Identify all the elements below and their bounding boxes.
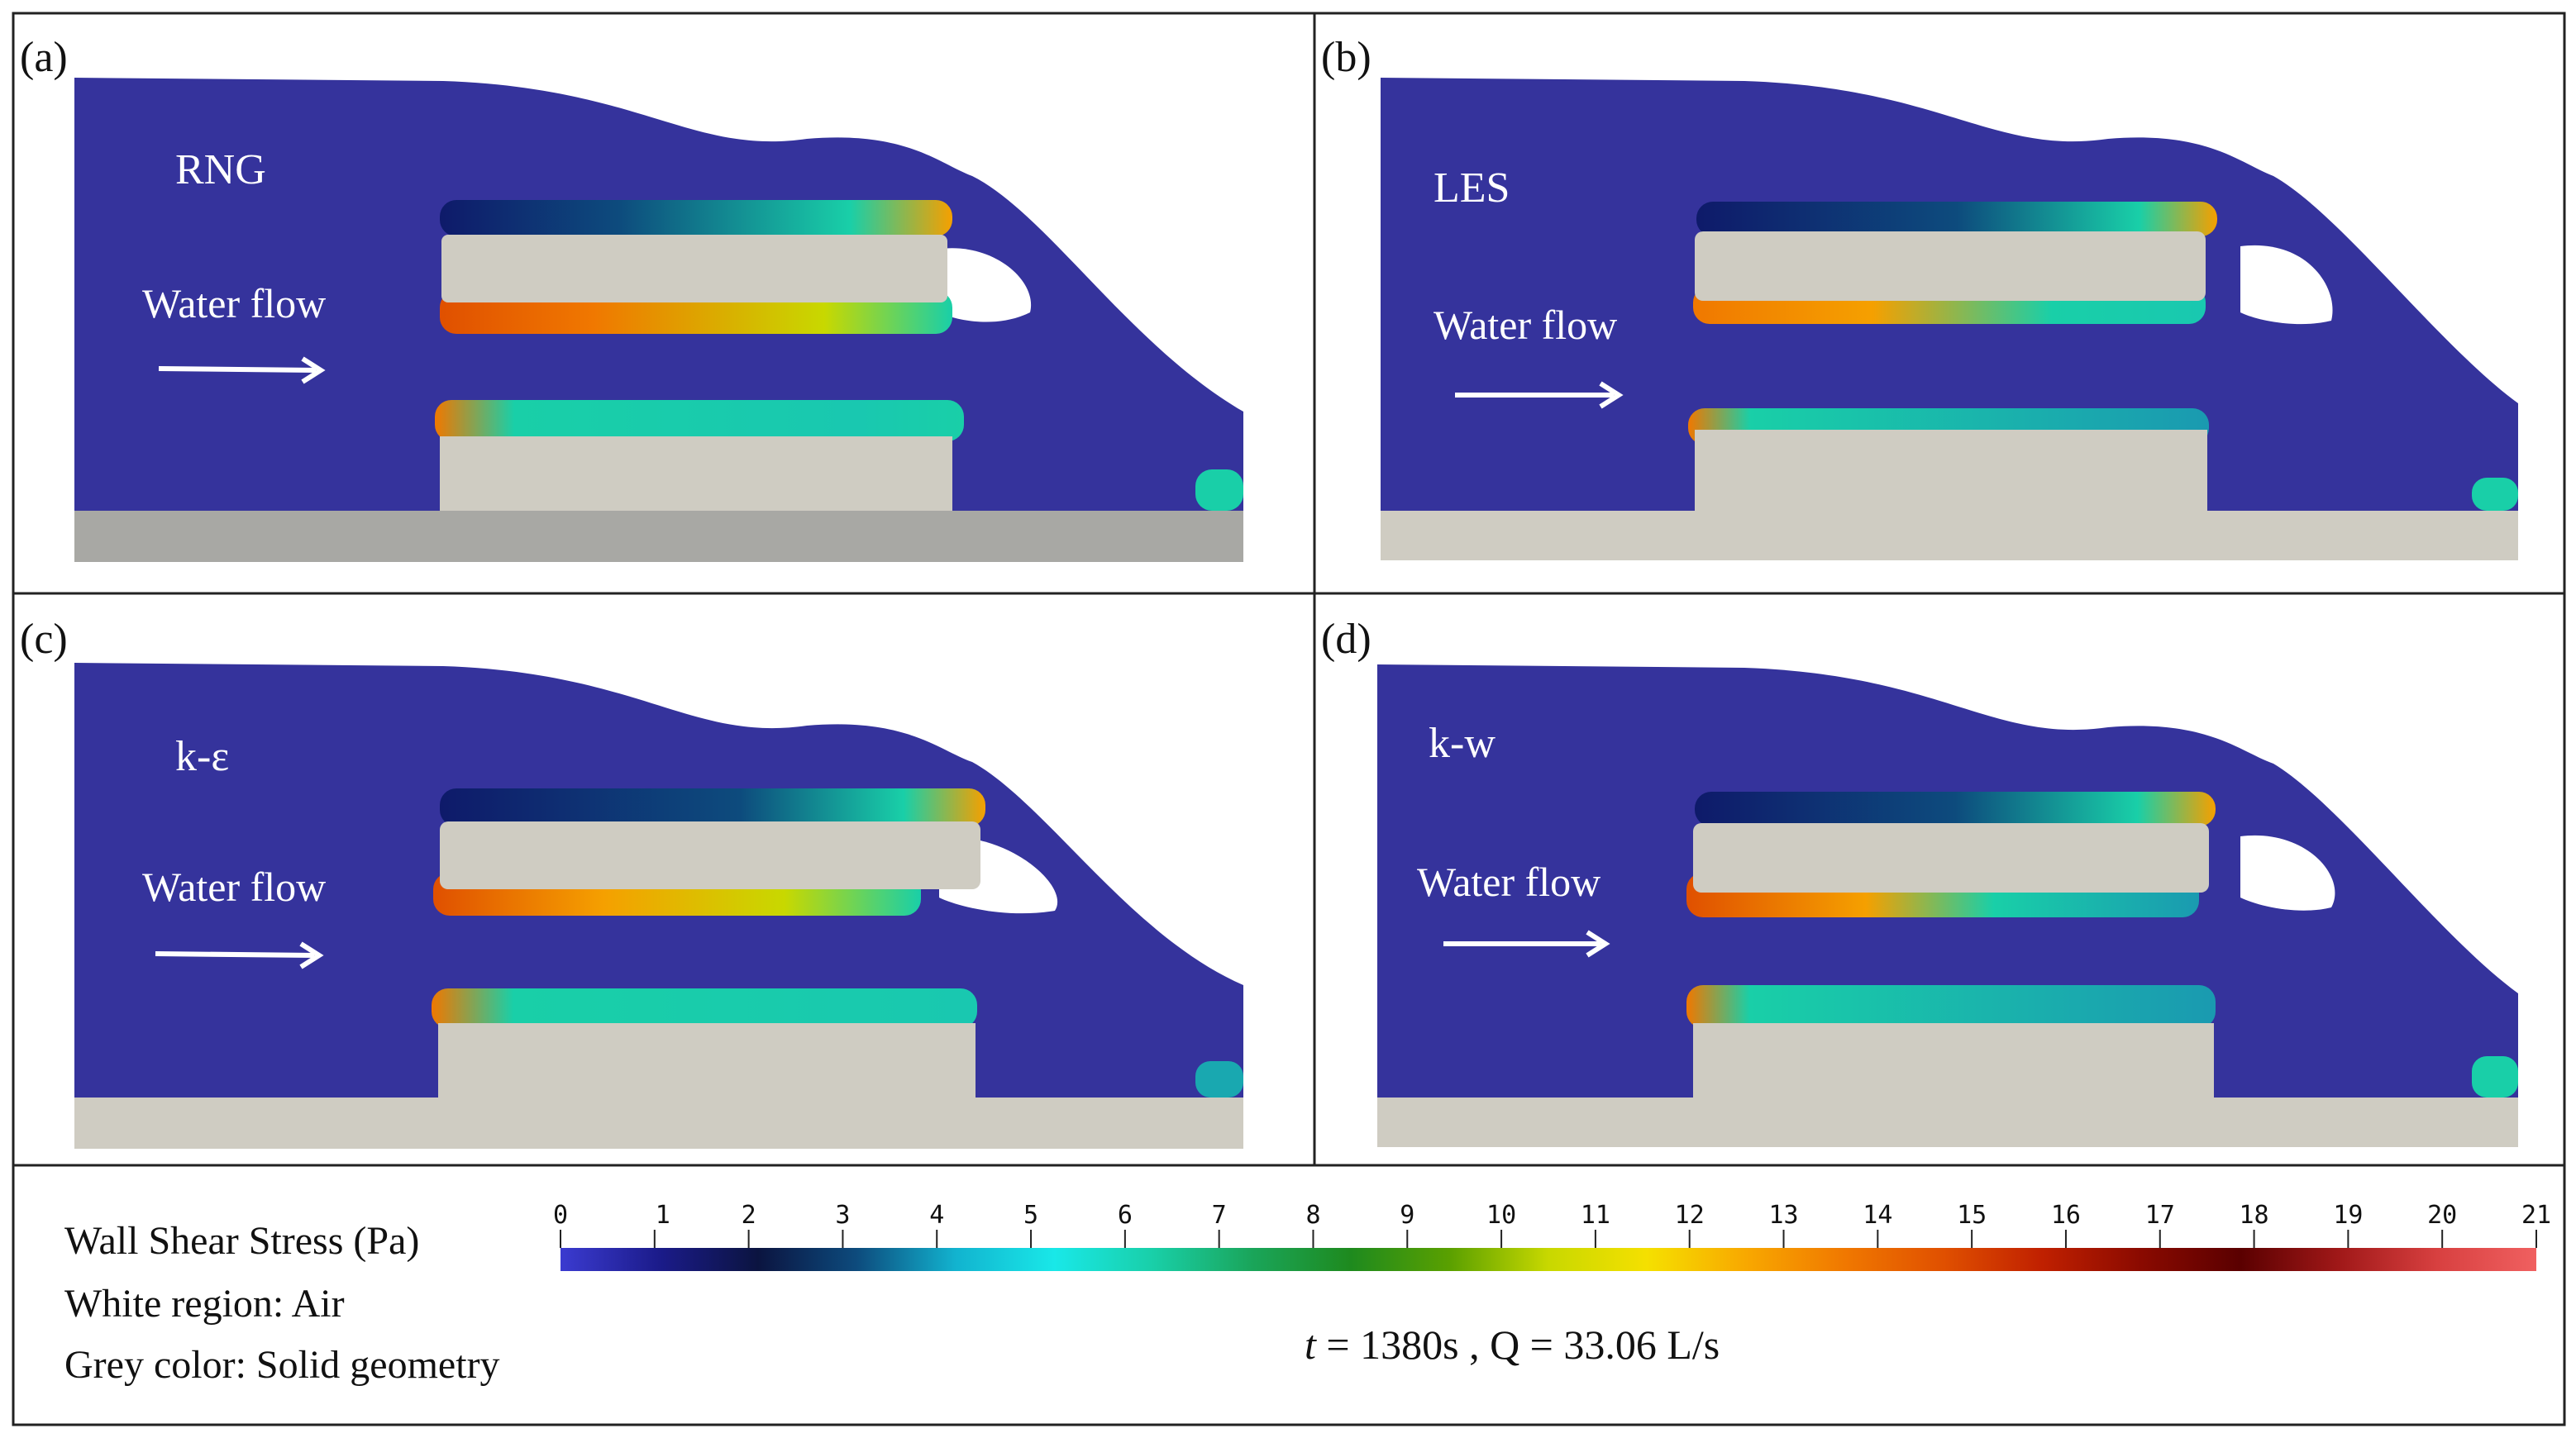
wake-spot [1195,1061,1243,1098]
bottom-band [432,988,977,1028]
model-label-a: RNG [175,146,266,193]
legend-white-region: White region: Air [64,1282,345,1326]
colorbar-tick-label: 21 [2521,1201,2551,1230]
colorbar-strip [561,1248,2536,1271]
flow-arrowhead [301,356,326,384]
flow-label-c: Water flow [142,864,327,910]
upper-band [440,200,952,236]
wake-spot [1195,469,1243,511]
lower-block [1695,430,2207,517]
bed [74,1098,1243,1149]
colorbar-tick-label: 18 [2240,1201,2269,1230]
colorbar-tick-label: 13 [1768,1201,1798,1230]
panel-label-b: (b) [1321,34,1371,81]
flow-label-d: Water flow [1417,859,1601,905]
flow-arrow [155,951,315,958]
bed [1377,1098,2518,1147]
colorbar-tick-label: 0 [553,1201,568,1230]
cfd-field-d [1377,664,2518,1147]
colorbar-tick-label: 11 [1581,1201,1610,1230]
model-label-d: k-w [1429,720,1496,767]
colorbar-tick-label: 1 [656,1201,670,1230]
upper-band [1695,792,2216,826]
legend-grey-color: Grey color: Solid geometry [64,1343,500,1387]
colorbar-tick-label: 7 [1212,1201,1227,1230]
flow-label-b: Water flow [1433,302,1618,348]
upper-band [440,788,985,826]
legend-title: Wall Shear Stress (Pa) [64,1219,420,1263]
colorbar-tick-label: 10 [1486,1201,1516,1230]
flow-arrowhead [1586,930,1610,958]
panel-c: (c) k-ε Water flow [13,597,1303,1167]
air-region [2240,835,2335,911]
colorbar-tick-label: 2 [742,1201,756,1230]
time-discharge-label: t = 1380s , Q = 33.06 L/s [1305,1321,1720,1369]
air-region [931,248,1032,322]
colorbar-tick-label: 16 [2051,1201,2081,1230]
colorbar-tick-label: 19 [2333,1201,2363,1230]
time-value: = 1380s , Q = 33.06 L/s [1326,1321,1720,1368]
flow-label-a: Water flow [142,280,327,326]
upper-plate [1693,823,2209,893]
time-symbol: t [1305,1321,1316,1368]
model-label-b: LES [1433,164,1510,212]
panel-label-c: (c) [20,616,68,663]
panel-b: (b) LES Water flow [1314,15,2576,585]
colorbar-tick-label: 9 [1400,1201,1414,1230]
air-region [2240,245,2333,325]
cfd-field-b [1381,78,2518,560]
lower-block [1693,1023,2214,1106]
wake-spot [2472,1056,2518,1098]
cfd-field-c [74,663,1243,1149]
bottom-band [435,400,964,441]
wake-spot [2472,478,2518,511]
bed [74,511,1243,562]
colorbar-tick-label: 8 [1305,1201,1320,1230]
upper-plate [1695,231,2206,301]
colorbar-tick-label: 12 [1675,1201,1705,1230]
bottom-band [1686,985,2216,1028]
cfd-field-a [74,78,1243,562]
colorbar-tick-label: 4 [929,1201,944,1230]
flow-arrowhead [1599,381,1624,409]
panel-label-a: (a) [20,34,68,81]
lower-block [440,436,952,519]
upper-plate [440,821,980,889]
flow-arrow [158,366,317,373]
panel-label-d: (d) [1321,616,1371,663]
colorbar-tick-label: 20 [2427,1201,2457,1230]
legend: Wall Shear Stress (Pa) White region: Air… [13,1165,2563,1425]
lower-block [438,1023,976,1106]
panel-d: (d) k-w Water flow [1314,597,2576,1167]
colorbar-tick-label: 17 [2145,1201,2175,1230]
model-label-c: k-ε [175,733,230,780]
panel-a: (a) RNG Water flow [13,15,1303,585]
upper-band [1696,202,2217,236]
upper-plate [441,235,947,302]
colorbar-tick-label: 15 [1957,1201,1987,1230]
bed [1381,511,2518,560]
colorbar-tick-label: 3 [835,1201,850,1230]
flow-arrowhead [299,941,324,969]
colorbar-tick-label: 14 [1863,1201,1892,1230]
colorbar-tick-label: 5 [1023,1201,1038,1230]
colorbar-tick-label: 6 [1118,1201,1133,1230]
